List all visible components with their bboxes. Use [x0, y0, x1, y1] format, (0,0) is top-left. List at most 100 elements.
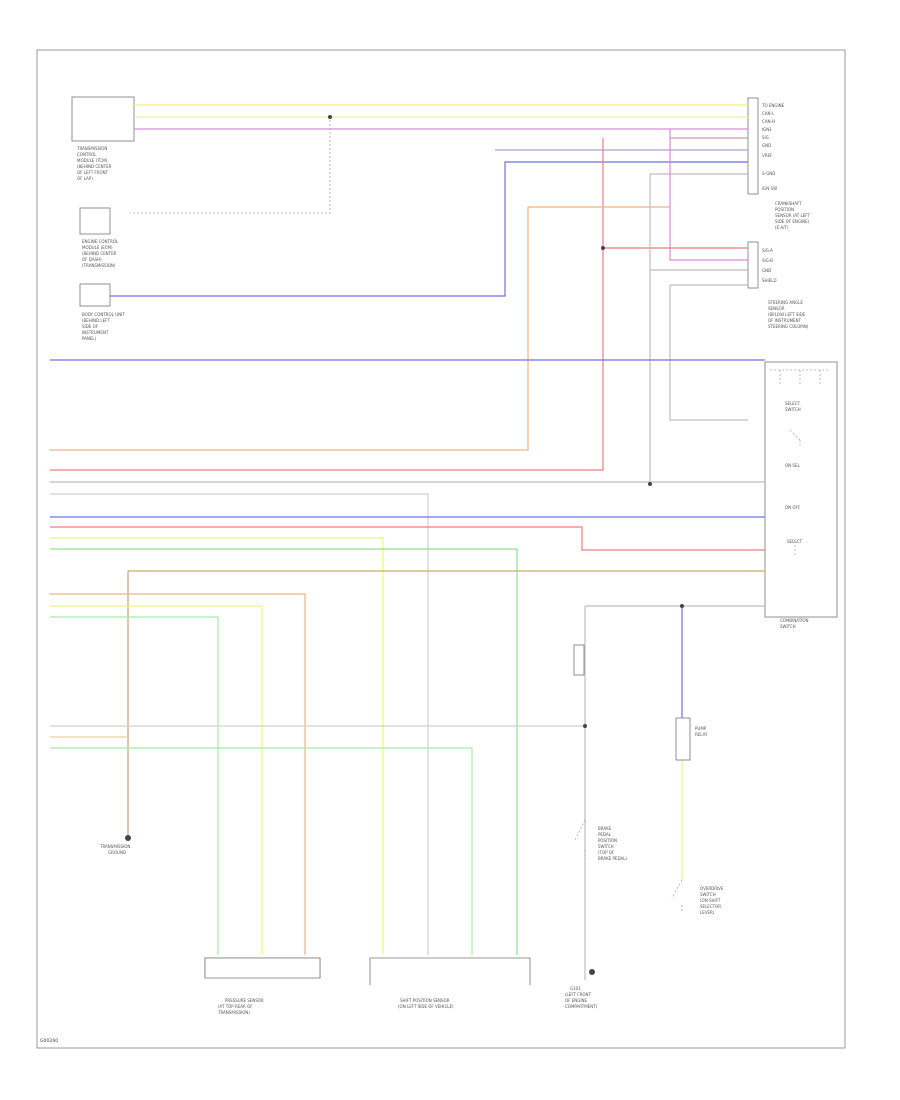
brake-switch-label-3: POSITION	[598, 838, 617, 843]
ground-label-4: COMPARTMENT)	[565, 1004, 598, 1009]
body-control-unit-connector	[79, 283, 111, 307]
steering-angle-label-4: OF INSTRUMENT	[768, 318, 802, 323]
tcm-label-2: CONTROL	[77, 152, 97, 157]
pressure-switch-contact	[574, 819, 586, 860]
wire-gray-right-1	[649, 269, 748, 484]
wire-pink-vert	[669, 129, 748, 261]
pressure-sensor-label-3: TRANSMISSION)	[217, 1010, 250, 1015]
switch-contact-label-5: SELECT	[787, 539, 803, 544]
bcu-label-4: INSTRUMENT	[82, 330, 109, 335]
steering-angle-label-2: SENSOR	[768, 306, 785, 311]
switch-contact-label-2: SWITCH	[785, 407, 801, 412]
tcm-label-4: (BEHIND CENTER	[77, 164, 112, 169]
wire-orange-lower	[50, 593, 306, 955]
right-connector-block-2	[747, 241, 759, 289]
wire-green-bottom	[50, 747, 473, 955]
ground-dot	[589, 969, 595, 975]
junction-dot	[583, 724, 587, 728]
ground-dot	[125, 835, 131, 841]
transmission-ground-label: TRANSMISSION	[99, 844, 130, 849]
od-switch-label-2: SWITCH	[700, 892, 716, 897]
right-block-2-label-2: SIG-B	[762, 258, 773, 263]
wire-blue-bcu	[110, 161, 748, 297]
shift-sensor-label: SHIFT POSITION SENSOR	[400, 998, 450, 1003]
ground-label-3: OF ENGINE	[565, 998, 588, 1003]
ecm-label-3: (BEHIND CENTER	[82, 251, 117, 256]
brake-switch-label-5: (TOP OF	[598, 850, 615, 855]
shift-sensor-connector	[369, 957, 531, 985]
ecm-label-5: (TRANSMISSION)	[82, 263, 116, 268]
right-block-1-label-9: IGN SW	[762, 186, 777, 191]
bcu-label-2: (BEHIND LEFT	[82, 318, 110, 323]
od-switch-label-5: LEVER)	[700, 910, 715, 915]
tcm-ecm-dash	[130, 120, 331, 214]
bcu-label-3: SIDE OF	[82, 324, 99, 329]
switch-contact-label: SELECT	[785, 401, 801, 406]
steering-angle-label-3: (BELOW LEFT SIDE	[768, 312, 806, 317]
brake-switch-label-6: BRAKE PEDAL)	[598, 856, 627, 861]
ground-label: G101	[570, 986, 581, 991]
wire-gray-right-2	[669, 284, 748, 421]
brake-switch-label-4: SWITCH	[598, 844, 614, 849]
overdrive-switch-contact	[671, 879, 683, 912]
right-block-1-label-6: GND	[762, 143, 771, 148]
bcu-label-5: PANEL)	[82, 336, 97, 341]
right-block-2-label-4: SHIELD	[762, 278, 777, 283]
right-connector-block-1	[747, 97, 759, 195]
tcm-label-3: MODULE (TCM)	[77, 158, 108, 163]
od-switch-label-4: SELECTOR	[700, 904, 721, 909]
wire-red-vert	[50, 138, 604, 471]
right-block-1-label: TO ENGINE	[761, 103, 785, 108]
switch-internal-dash	[770, 369, 830, 555]
junction-dot	[328, 115, 332, 119]
right-block-1-label-7: VREF	[762, 153, 773, 158]
pressure-sensor-label: PRESSURE SENSOR	[225, 998, 264, 1003]
relay-label-2: RELAY	[695, 732, 708, 737]
right-block-1-label-4: IGN1	[762, 127, 772, 132]
junction-dot	[601, 246, 605, 250]
steering-angle-label-5: STEERING COLUMN)	[768, 324, 809, 329]
crankshaft-label: CRANKSHAFT	[775, 201, 802, 206]
tcm-label-5: OF LEFT FRONT	[77, 170, 109, 175]
right-block-1-label-8: S-GND	[762, 171, 775, 176]
wire-red-lower	[50, 526, 765, 551]
right-block-2-label: SIG-A	[762, 248, 773, 253]
switch-contact-label-4: ON OFF	[785, 505, 801, 510]
wire-lt-gray-mid	[50, 493, 429, 955]
diode-component	[573, 644, 585, 676]
brake-switch-label: BRAKE	[598, 826, 612, 831]
transmission-control-module-connector	[71, 96, 135, 142]
od-switch-label-3: (ON SHIFT	[700, 898, 721, 903]
switch-contact-label-3: ON SEL	[785, 463, 800, 468]
wire-ltgreen-lower	[50, 616, 219, 955]
diagram-frame	[36, 49, 846, 1049]
brake-switch-label-2: PEDAL	[598, 832, 612, 837]
wire-green-lower	[50, 548, 518, 955]
junction-dot	[648, 482, 652, 486]
combination-switch-label: COMBINATION	[780, 618, 809, 623]
steering-angle-label: STEERING ANGLE	[768, 300, 803, 305]
wire-orange-vert	[50, 206, 670, 451]
bcu-label: BODY CONTROL UNIT	[82, 312, 125, 317]
corner-label: G00260	[40, 1038, 58, 1044]
ecm-label-4: OF DASH)	[82, 257, 102, 262]
tcm-label: TRANSMISSION	[76, 146, 107, 151]
crankshaft-label-4: SIDE OF ENGINE)	[775, 219, 810, 224]
tcm-label-6: OF LAP)	[77, 176, 93, 181]
right-block-2-label-3: GND	[762, 268, 771, 273]
wire-yellow-lower-2	[50, 605, 263, 955]
crankshaft-label-2: POSITION	[775, 207, 794, 212]
junction-dot	[680, 604, 684, 608]
pressure-sensor-connector-fill	[204, 957, 321, 979]
relay-component	[675, 717, 691, 761]
crankshaft-label-3: SENSOR (AT LEFT	[775, 213, 810, 218]
shift-sensor-label-2: (ON LEFT SIDE OF VEHICLE)	[398, 1004, 454, 1009]
right-block-1-label-2: CAN-L	[762, 111, 775, 116]
ground-label-2: (LEFT FRONT	[565, 992, 591, 997]
right-block-1-label-3: CAN-H	[762, 119, 775, 124]
combination-switch-label-2: SWITCH	[780, 624, 796, 629]
engine-control-module-connector	[79, 207, 111, 235]
relay-label: PUMP	[695, 726, 707, 731]
transmission-ground-label-2: GROUND	[108, 850, 126, 855]
